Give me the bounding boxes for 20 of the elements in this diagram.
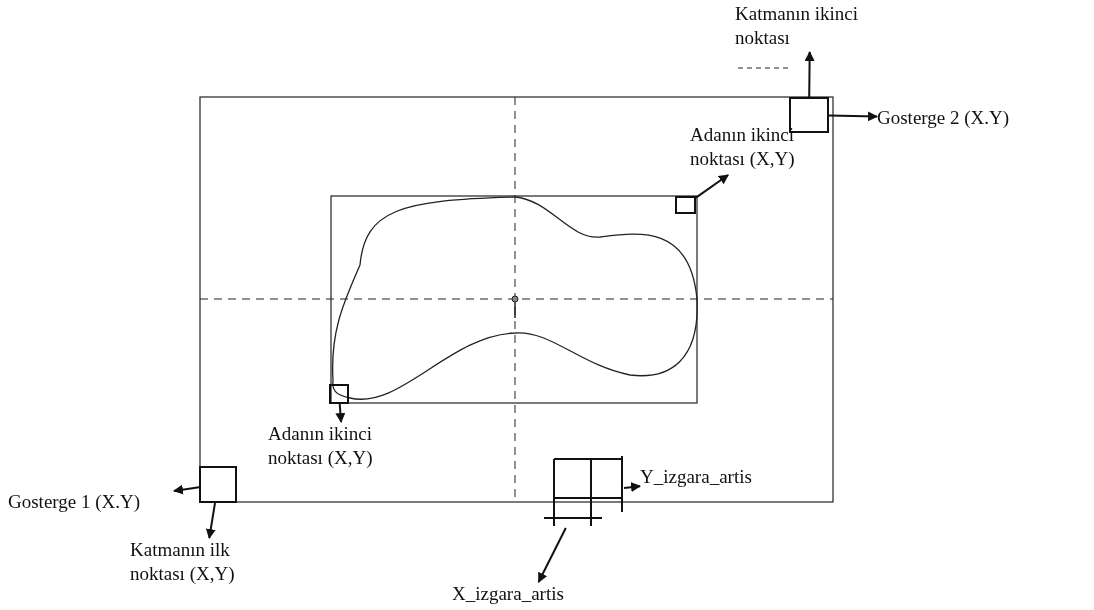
callout-label: Gosterge 2 (X.Y) (877, 106, 1077, 132)
arrow (828, 111, 878, 122)
arrow (205, 502, 216, 539)
arrow (695, 174, 730, 199)
callout-label: Adanın ikinci noktası (X,Y) (268, 422, 418, 474)
callout-label: X_izgara_artis (452, 582, 612, 608)
arrow (173, 484, 200, 495)
marker-square (329, 384, 349, 404)
callout-label: Y_izgara_artis (640, 465, 800, 491)
callout-label: Katmanın ilk noktası (X,Y) (130, 538, 280, 590)
marker-square (675, 196, 696, 214)
arrow (804, 51, 815, 98)
arrow (335, 403, 346, 423)
grid-cell-drawing (544, 456, 624, 528)
callout-label: Gosterge 1 (X.Y) (8, 490, 174, 516)
callout-label: Katmanın ikinci noktası (735, 2, 885, 52)
arrow (537, 527, 567, 583)
arrow (623, 482, 641, 493)
callout-label: Adanın ikinci noktası (X,Y) (690, 123, 840, 175)
marker-square (199, 466, 237, 503)
